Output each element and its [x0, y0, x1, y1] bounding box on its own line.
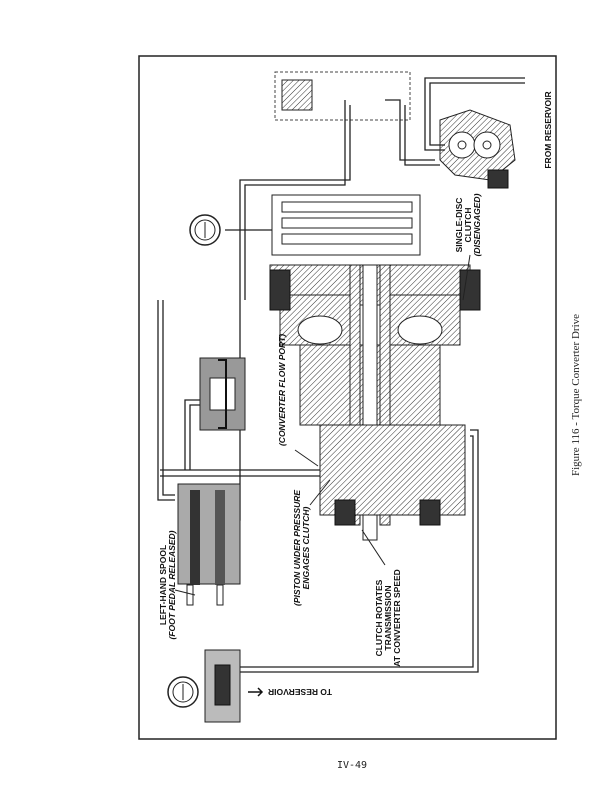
label-line: (DISENGAGED)	[472, 193, 482, 256]
leader-line	[174, 589, 196, 596]
figure-caption: Figure 116 - Torque Converter Drive	[570, 314, 582, 476]
spool-valve-block	[177, 483, 241, 606]
label-converter-flow-port: (CONVERTER FLOW PORT)	[277, 334, 287, 446]
reservoir-valve	[204, 649, 241, 723]
label-line: (PISTON UNDER PRESSURE	[292, 490, 302, 606]
label-to-reservoir: TO RESERVOIR	[268, 687, 332, 697]
torque-converter	[269, 264, 481, 541]
label-from-reservoir: FROM RESERVOIR	[543, 91, 553, 168]
label-line: TRANSMISSION	[383, 585, 393, 650]
label-clutch-rotates: CLUTCH ROTATES TRANSMISSION AT CONVERTER…	[374, 569, 402, 667]
label-line: AT CONVERTER SPEED	[392, 569, 402, 667]
relief-valve	[199, 357, 246, 431]
label-line: CLUTCH ROTATES	[374, 579, 384, 656]
label-line: ENGAGES CLUTCH)	[301, 507, 311, 590]
leader-line	[309, 479, 331, 506]
figure-border	[138, 55, 557, 740]
pressure-gauge-bottom	[167, 676, 199, 708]
arrow-icon	[248, 687, 264, 697]
pressure-gauge-top	[189, 214, 221, 246]
leader-line	[462, 254, 471, 301]
leader-line	[294, 449, 319, 467]
label-line: SINGLE-DISC	[454, 198, 464, 253]
label-line: LEFT-HAND SPOOL	[158, 545, 168, 625]
leader-line	[361, 529, 386, 566]
page-number: IV-49	[337, 760, 367, 771]
valve-block-top	[274, 71, 411, 121]
label-left-hand-spool: LEFT-HAND SPOOL (FOOT PEDAL RELEASED)	[158, 530, 177, 639]
label-single-disc-clutch: SINGLE-DISC CLUTCH (DISENGAGED)	[454, 193, 482, 256]
oil-cooler	[271, 194, 421, 256]
gear-pump	[439, 109, 516, 189]
label-line: (FOOT PEDAL RELEASED)	[167, 530, 177, 639]
label-line: CLUTCH	[463, 208, 473, 243]
label-piston: (PISTON UNDER PRESSURE ENGAGES CLUTCH)	[292, 490, 311, 606]
